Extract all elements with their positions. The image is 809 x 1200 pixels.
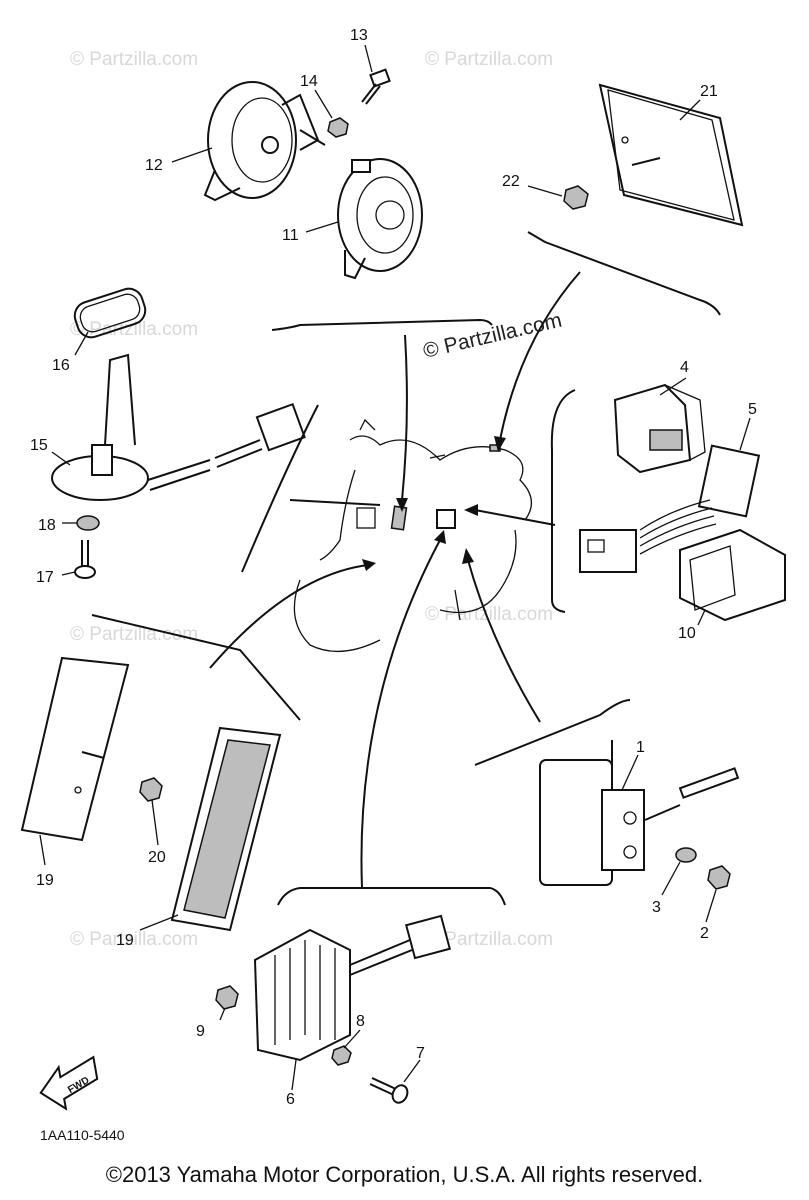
part-11-horn [337, 158, 423, 280]
label-1: 1 [636, 739, 645, 756]
part-7-screw [369, 1077, 409, 1104]
part-1-switch [539, 740, 740, 886]
part-14-nut [327, 117, 349, 138]
watermark: © Partzilla.com [425, 49, 553, 70]
label-15: 15 [30, 437, 48, 454]
watermark: © Partzilla.com [70, 624, 198, 645]
part-3-washer [675, 847, 697, 863]
part-8-nut [331, 1045, 352, 1066]
watermark: © Partzilla.com [425, 929, 553, 950]
part-10-coupler [679, 528, 786, 622]
copyright-notice: ©2013 Yamaha Motor Corporation, U.S.A. A… [105, 1162, 704, 1187]
label-16: 16 [52, 357, 70, 374]
part-2-nut [707, 865, 731, 890]
label-22: 22 [502, 173, 520, 190]
label-10: 10 [678, 625, 696, 642]
motorcycle-outline [293, 418, 532, 653]
label-6: 6 [286, 1091, 295, 1108]
bracket-lines [91, 231, 721, 906]
label-13: 13 [350, 27, 368, 44]
part-5-coupler [579, 444, 761, 573]
label-12: 12 [145, 157, 163, 174]
part-22-nut [563, 185, 589, 210]
label-9: 9 [196, 1023, 205, 1040]
part-19-reflector-right [170, 726, 282, 932]
part-12-horn [203, 81, 326, 202]
arrow-leaders [209, 271, 581, 889]
part-13-bolt [361, 68, 391, 105]
part-19-reflector-left [20, 656, 130, 842]
label-leaders [39, 44, 751, 1091]
label-11: 11 [282, 227, 299, 244]
part-9-nut [215, 985, 239, 1010]
watermark: © Partzilla.com [70, 49, 198, 70]
part-20-nut [139, 777, 163, 802]
label-2: 2 [700, 925, 709, 942]
label-7: 7 [416, 1045, 425, 1062]
label-3: 3 [652, 899, 661, 916]
part-16-gasket [73, 287, 147, 339]
diagram-code: 1AA110-5440 [40, 1127, 125, 1143]
watermark: © Partzilla.com [70, 929, 198, 950]
part-17-screw [74, 540, 96, 579]
part-21-reflector [598, 83, 744, 227]
label-18: 18 [38, 517, 56, 534]
part-4-relay [613, 383, 706, 474]
part-18-washer [76, 515, 100, 531]
label-19-right: 19 [116, 932, 134, 949]
label-5: 5 [748, 401, 757, 418]
label-21: 21 [700, 83, 718, 100]
label-17: 17 [36, 569, 54, 586]
label-14: 14 [300, 73, 318, 90]
part-number-labels: 13 14 12 11 21 22 16 15 18 17 4 5 10 1 3… [30, 27, 757, 1108]
label-19-left: 19 [36, 872, 54, 889]
watermark-center: © Partzilla.com [421, 309, 564, 363]
watermark: © Partzilla.com [425, 604, 553, 625]
fwd-arrow-icon: FWD [39, 1055, 99, 1111]
label-20: 20 [148, 849, 166, 866]
watermark-group: © Partzilla.com © Partzilla.com © Partzi… [70, 49, 564, 950]
label-4: 4 [680, 359, 689, 376]
part-15-sensor [51, 353, 306, 501]
label-8: 8 [356, 1013, 365, 1030]
part-6-rectifier [253, 914, 452, 1062]
